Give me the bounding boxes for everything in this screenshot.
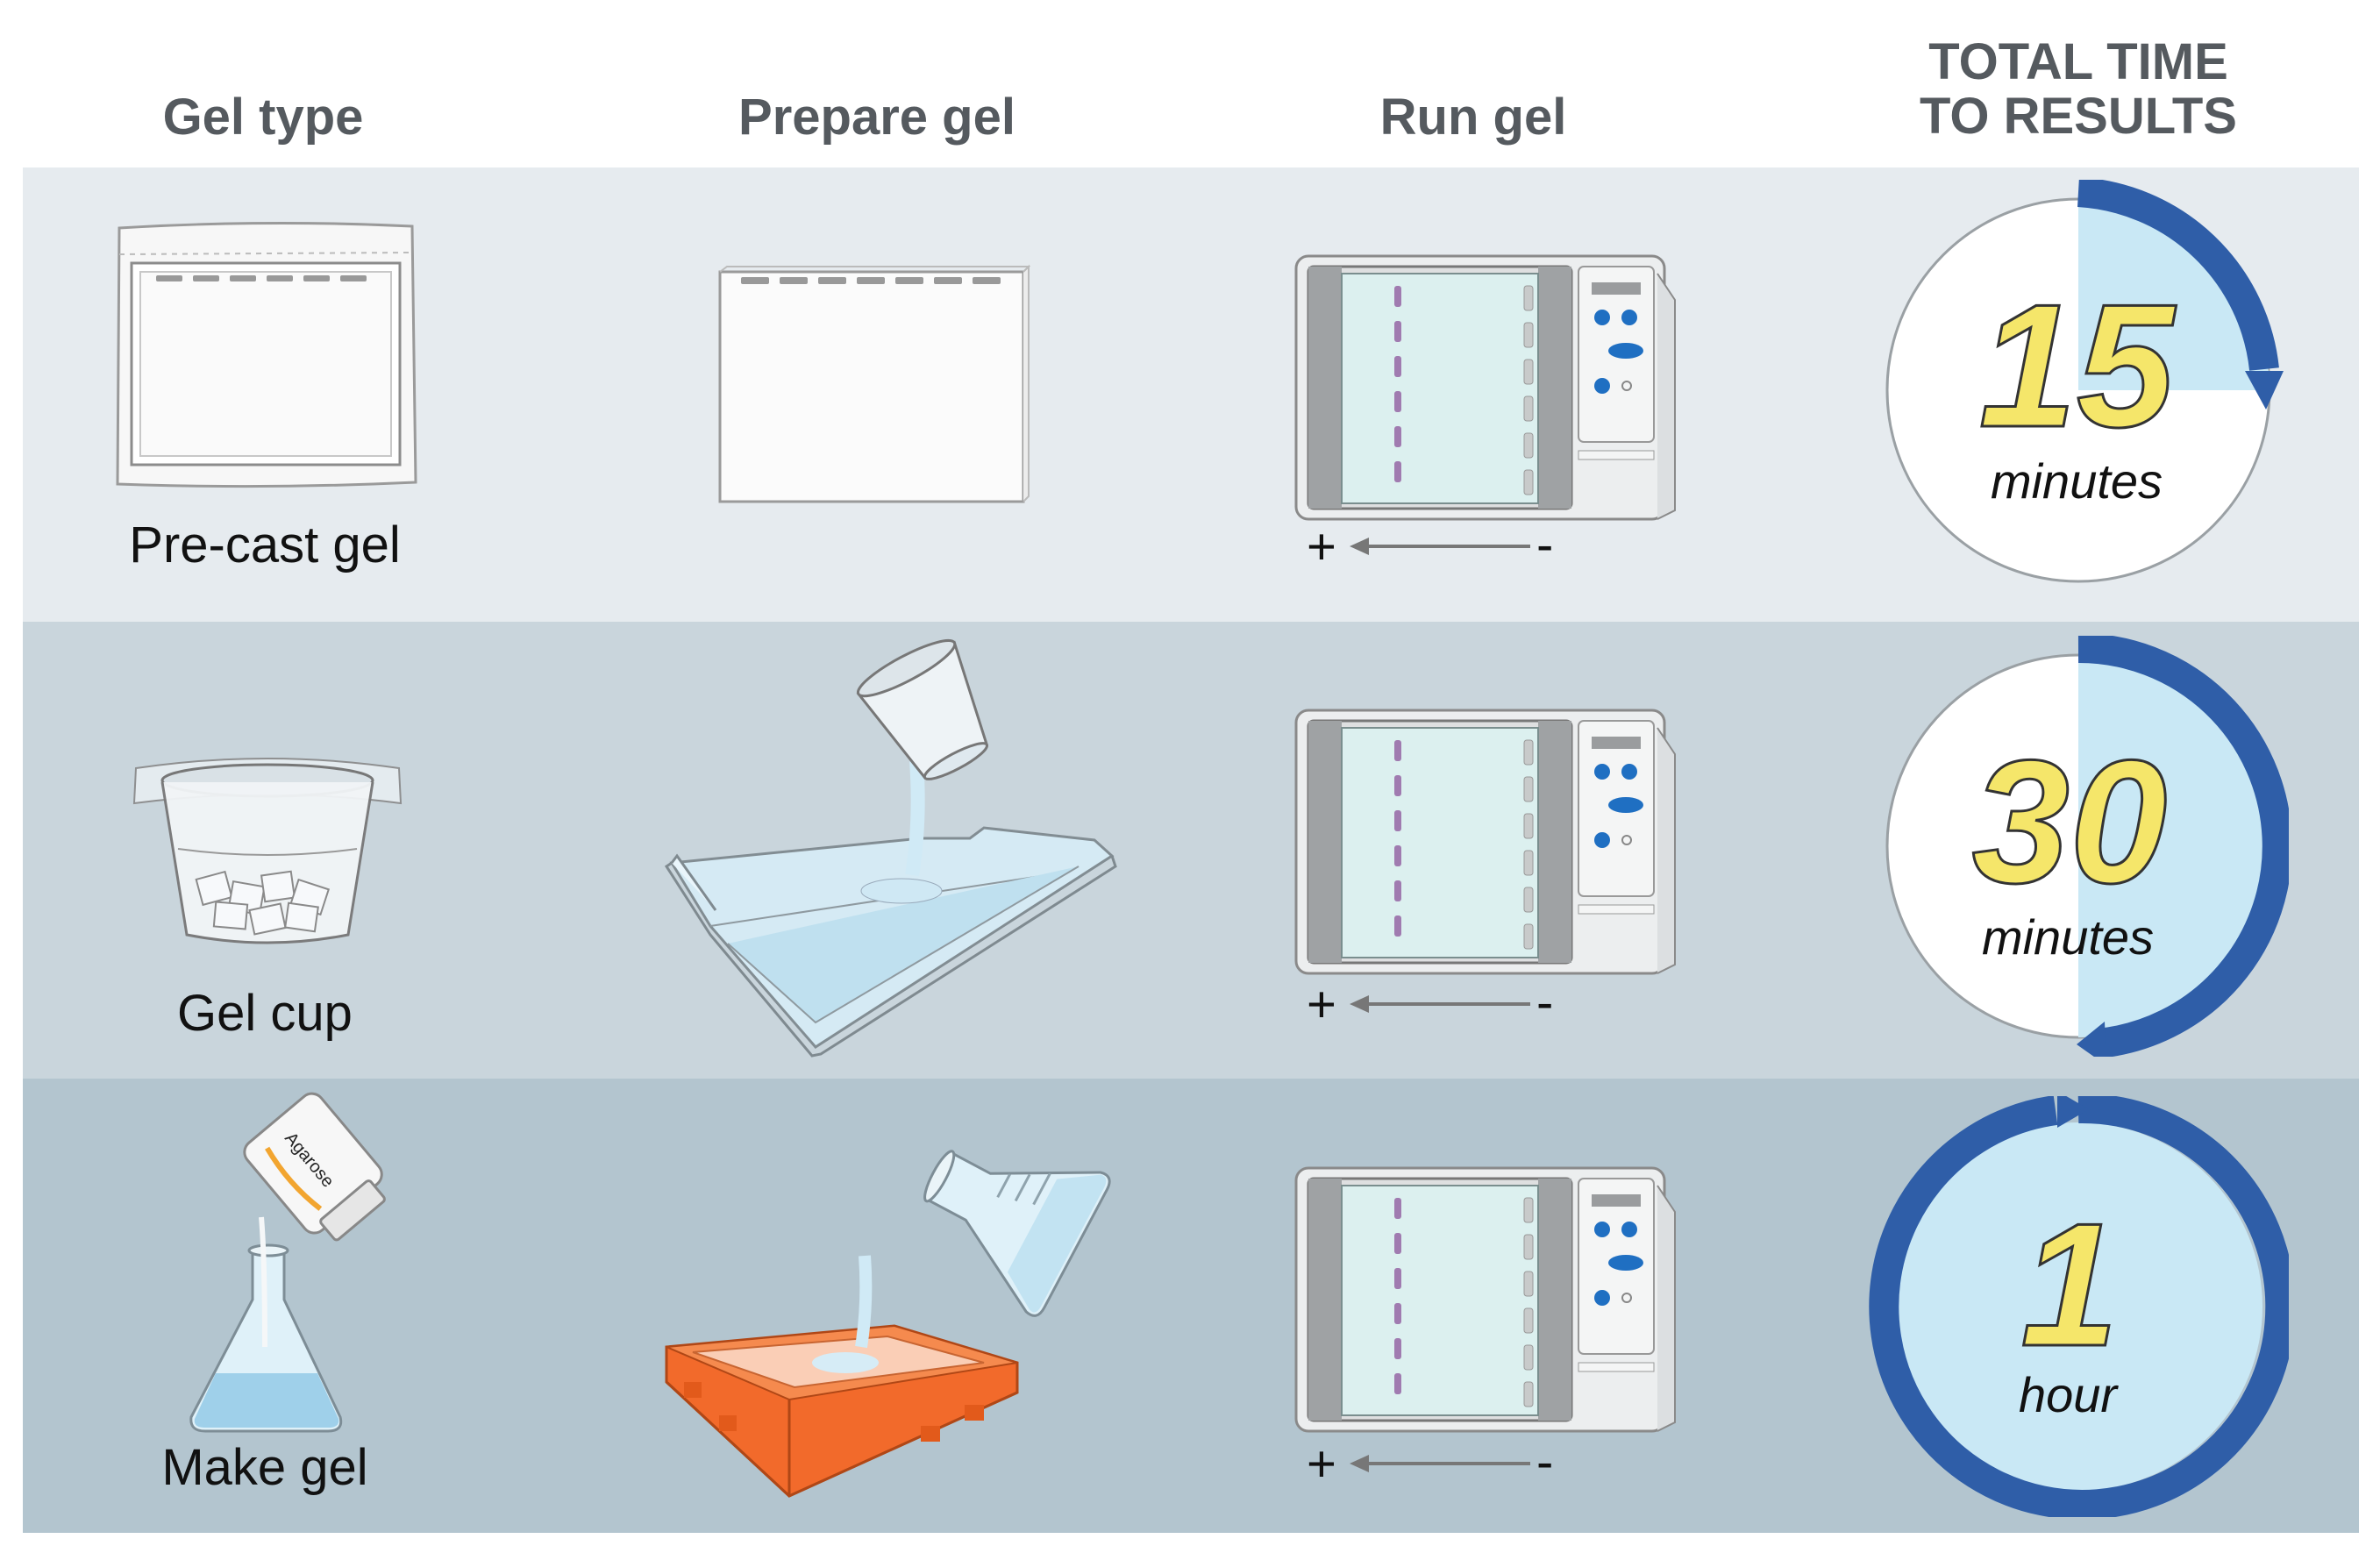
- plus-sign-row2: +: [1307, 976, 1336, 1033]
- clock-3-value: 1: [2020, 1187, 2120, 1383]
- pour-into-tray-icon: [664, 638, 1117, 1058]
- clock-1-hour-icon: [1869, 1096, 2289, 1517]
- row2-label: Gel cup: [177, 985, 353, 1042]
- minus-sign-row1: -: [1536, 516, 1554, 573]
- pre-cast-gel-pouch-icon: [116, 221, 417, 488]
- gel-box-row1-icon: [1294, 254, 1676, 521]
- clock-2-unit: minutes: [1981, 909, 2155, 965]
- pour-into-casting-tray-icon: [665, 1150, 1111, 1498]
- minus-sign-row2: -: [1536, 974, 1554, 1031]
- plus-sign-row3: +: [1307, 1435, 1336, 1492]
- clock-3-unit: hour: [2018, 1367, 2118, 1422]
- minus-sign-row3: -: [1536, 1434, 1554, 1491]
- gel-box-row2-icon: [1294, 709, 1676, 975]
- clock-2-value: 30: [1970, 724, 2168, 920]
- header-gel-type: Gel type: [162, 89, 364, 146]
- plus-sign-row1: +: [1307, 518, 1336, 575]
- row1-label: Pre-cast gel: [129, 516, 401, 573]
- gel-box-row3-icon: [1294, 1166, 1676, 1433]
- clock-1-value: 15: [1977, 268, 2175, 464]
- clock-15-minutes-icon: [1885, 180, 2284, 583]
- gel-plate-icon: [718, 264, 1030, 503]
- agarose-and-flask-icon: Agarose: [189, 1092, 386, 1433]
- header-total-line1: TOTAL TIME: [1928, 33, 2228, 90]
- header-run-gel: Run gel: [1379, 89, 1567, 146]
- gel-cup-icon: [132, 758, 403, 944]
- header-total-line2: TO RESULTS: [1920, 88, 2237, 145]
- header-prepare-gel: Prepare gel: [738, 89, 1015, 146]
- header-total-time: TOTAL TIME TO RESULTS: [1885, 35, 2271, 144]
- arrow-left-icon-row3: [1350, 1455, 1530, 1472]
- arrow-left-icon-row2: [1350, 995, 1530, 1013]
- arrow-left-icon-row1: [1350, 538, 1530, 555]
- row3-label: Make gel: [161, 1439, 368, 1496]
- clock-30-minutes-icon: [1885, 636, 2289, 1057]
- clock-1-unit: minutes: [1990, 453, 2163, 509]
